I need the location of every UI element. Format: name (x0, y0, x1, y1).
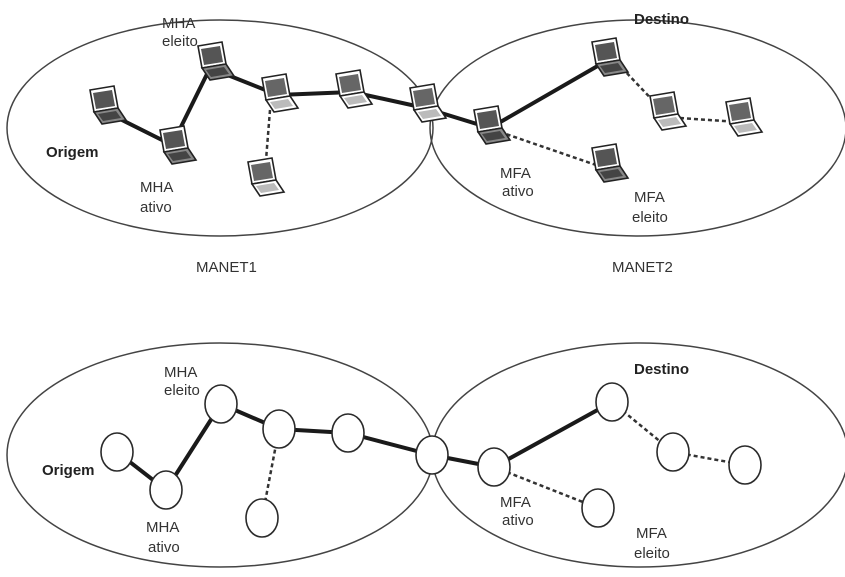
circle-node-icon (595, 382, 629, 422)
link-dashed (672, 450, 746, 467)
mfa-eleito-label-2: eleito (632, 209, 668, 226)
laptop-icon (473, 105, 511, 145)
laptop-icon (591, 37, 629, 77)
mha-eleito-label-2: eleito (164, 382, 200, 399)
origem-label: Origem (46, 144, 99, 161)
manet1-ellipse (6, 342, 434, 568)
link-dashed (493, 465, 599, 510)
mha-eleito-label-1: MHA (164, 364, 197, 381)
origem-label: Origem (42, 462, 95, 479)
link-dashed (499, 130, 597, 167)
laptop-icon (409, 83, 447, 123)
link-dashed (679, 116, 739, 124)
top-diagram: Origem Destino MHA eleito MHA ativo MFA … (6, 11, 845, 276)
circle-node-icon (204, 384, 238, 424)
link (492, 400, 614, 469)
mfa-eleito-label-1: MFA (636, 525, 667, 542)
destino-label: Destino (634, 361, 689, 378)
link (488, 58, 610, 130)
mfa-ativo-label-1: MFA (500, 165, 531, 182)
circle-node-icon (656, 432, 690, 472)
mfa-eleito-label-2: eleito (634, 545, 670, 562)
manet1-label: MANET1 (196, 259, 257, 276)
laptop-icon (591, 143, 629, 183)
mha-eleito-label-1: MHA (162, 15, 195, 32)
circle-node-icon (728, 445, 762, 485)
circle-node-icon (477, 447, 511, 487)
circle-node-icon (415, 435, 449, 475)
link-dashed (264, 109, 272, 161)
mha-ativo-label-1: MHA (146, 519, 179, 536)
circle-node-icon (149, 470, 183, 510)
laptop-icon (89, 85, 127, 125)
manet2-ellipse (429, 19, 845, 237)
manet1-ellipse (6, 19, 434, 237)
mfa-ativo-label-2: ativo (502, 512, 534, 529)
circle-node-icon (331, 413, 365, 453)
mha-ativo-label-2: ativo (148, 539, 180, 556)
manet2-label: MANET2 (612, 259, 673, 276)
mfa-eleito-label-1: MFA (634, 189, 665, 206)
laptop-icon (725, 97, 763, 137)
bottom-diagram: Origem Destino MHA eleito MHA ativo MFA … (6, 342, 845, 568)
circle-node-icon (100, 432, 134, 472)
mha-ativo-label-1: MHA (140, 179, 173, 196)
laptop-icon (649, 91, 687, 131)
destino-label: Destino (634, 11, 689, 28)
laptop-icon (335, 69, 373, 109)
circle-node-icon (245, 498, 279, 538)
circle-node-icon (262, 409, 296, 449)
circle-node-icon (581, 488, 615, 528)
mha-eleito-label-2: eleito (162, 33, 198, 50)
mha-ativo-label-2: ativo (140, 199, 172, 216)
laptop-icon (247, 157, 285, 197)
mfa-ativo-label-2: ativo (502, 183, 534, 200)
laptop-icon (159, 125, 197, 165)
mfa-ativo-label-1: MFA (500, 494, 531, 511)
laptop-icon (197, 41, 235, 81)
